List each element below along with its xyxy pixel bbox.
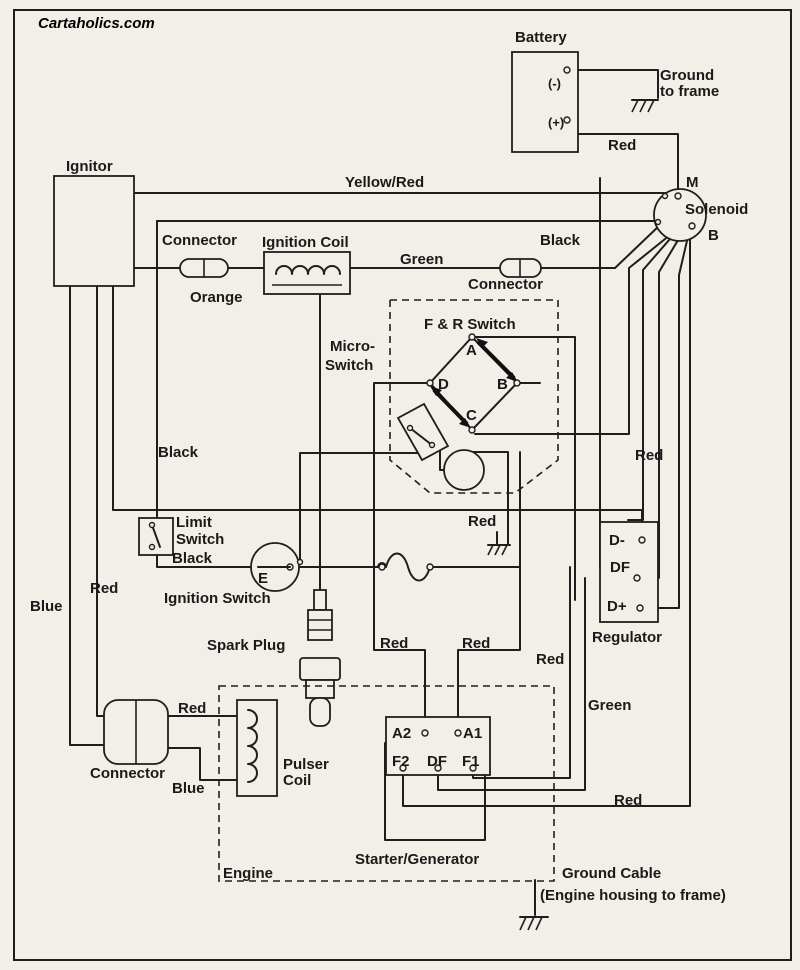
sg-a1-label: A1 bbox=[463, 725, 482, 742]
ignition-coil-label: Ignition Coil bbox=[262, 234, 349, 251]
engine-label: Engine bbox=[223, 865, 273, 882]
micro-switch-label-1: Micro- bbox=[330, 338, 375, 355]
switch-b-label: B bbox=[497, 376, 508, 393]
connector-bottom bbox=[103, 699, 169, 765]
ground-label: Ground bbox=[660, 67, 714, 84]
fr-switch-enclosure bbox=[389, 299, 559, 494]
diagram-border bbox=[13, 9, 792, 961]
battery-neg-label: (-) bbox=[548, 76, 561, 91]
solenoid bbox=[653, 188, 707, 242]
reg-df-label: DF bbox=[610, 559, 630, 576]
regulator bbox=[599, 521, 659, 623]
limit-switch-label-1: Limit bbox=[176, 514, 212, 531]
wire-red-mid: Red bbox=[536, 651, 564, 668]
wire-red-ground: Red bbox=[468, 513, 496, 530]
wire-red-battery: Red bbox=[608, 137, 636, 154]
engine-enclosure bbox=[218, 685, 555, 882]
wire-red-f2: Red bbox=[614, 792, 642, 809]
wire-red-a1: Red bbox=[462, 635, 490, 652]
connector-right-label: Connector bbox=[468, 276, 543, 293]
ignition-switch-label: Ignition Switch bbox=[164, 590, 271, 607]
ground-symbols bbox=[487, 99, 659, 931]
connector-right bbox=[499, 258, 542, 278]
limit-switch-label-2: Switch bbox=[176, 531, 224, 548]
reg-dminus-label: D- bbox=[609, 532, 625, 549]
solenoid-label: Solenoid bbox=[685, 201, 748, 218]
solenoid-b-label: B bbox=[708, 227, 719, 244]
ground-cable-label-1: Ground Cable bbox=[562, 865, 661, 882]
battery bbox=[511, 51, 579, 153]
starter-generator bbox=[385, 716, 491, 776]
wire-blue-pulser: Blue bbox=[172, 780, 205, 797]
orange-label: Orange bbox=[190, 289, 243, 306]
solenoid-m-label: M bbox=[686, 174, 699, 191]
sg-f2-label: F2 bbox=[392, 753, 410, 770]
wiring bbox=[69, 69, 691, 916]
sg-a2-label: A2 bbox=[392, 725, 411, 742]
fr-cam bbox=[443, 449, 485, 491]
switch-d-label: D bbox=[438, 376, 449, 393]
ignition-switch bbox=[250, 542, 304, 592]
sg-df-label: DF bbox=[427, 753, 447, 770]
micro-switch bbox=[396, 402, 450, 462]
fuse bbox=[377, 552, 431, 582]
starter-generator-label: Starter/Generator bbox=[355, 851, 479, 868]
wire-red-pulser: Red bbox=[178, 700, 206, 717]
wire-red-a2: Red bbox=[380, 635, 408, 652]
sg-f1-label: F1 bbox=[462, 753, 480, 770]
ground-cable-label-2: (Engine housing to frame) bbox=[540, 887, 726, 904]
ignitor-label: Ignitor bbox=[66, 158, 113, 175]
wire-green-coil: Green bbox=[400, 251, 443, 268]
wire-black-solenoid: Black bbox=[540, 232, 581, 249]
spark-plug-label: Spark Plug bbox=[207, 637, 285, 654]
fr-ground-icon bbox=[487, 544, 511, 556]
wire-black-ignition: Black bbox=[172, 550, 213, 567]
labels: Cartaholics.com Battery (-) (+) Ground t… bbox=[30, 15, 748, 904]
pulser-coil-label-1: Pulser bbox=[283, 756, 329, 773]
switch-a-label: A bbox=[466, 342, 477, 359]
battery-ground-icon bbox=[631, 99, 659, 113]
ignitor bbox=[53, 175, 135, 287]
wire-red-left: Red bbox=[90, 580, 118, 597]
wire-green-df: Green bbox=[588, 697, 631, 714]
wire-blue-left: Blue bbox=[30, 598, 63, 615]
wire-red-regulator: Red bbox=[635, 447, 663, 464]
battery-label: Battery bbox=[515, 29, 567, 46]
wire-yellow-red: Yellow/Red bbox=[345, 174, 424, 191]
ignition-switch-e-label: E bbox=[258, 570, 268, 587]
micro-switch-label-2: Switch bbox=[325, 357, 373, 374]
brand-watermark: Cartaholics.com bbox=[38, 15, 155, 32]
connector-bottom-label: Connector bbox=[90, 765, 165, 782]
fr-switch-label: F & R Switch bbox=[424, 316, 516, 333]
fr-switch bbox=[426, 333, 521, 434]
connector-top bbox=[179, 258, 229, 278]
limit-switch bbox=[138, 517, 174, 556]
spark-plug bbox=[299, 589, 341, 727]
battery-pos-label: (+) bbox=[548, 115, 564, 130]
to-frame-label: to frame bbox=[660, 83, 719, 100]
ignition-coil bbox=[263, 251, 351, 295]
wire-black-left: Black bbox=[158, 444, 199, 461]
regulator-label: Regulator bbox=[592, 629, 662, 646]
reg-dplus-label: D+ bbox=[607, 598, 627, 615]
pulser-coil bbox=[236, 699, 278, 797]
connector-top-label: Connector bbox=[162, 232, 237, 249]
engine-ground-icon bbox=[519, 916, 549, 931]
switch-c-label: C bbox=[466, 407, 477, 424]
pulser-coil-label-2: Coil bbox=[283, 772, 311, 789]
